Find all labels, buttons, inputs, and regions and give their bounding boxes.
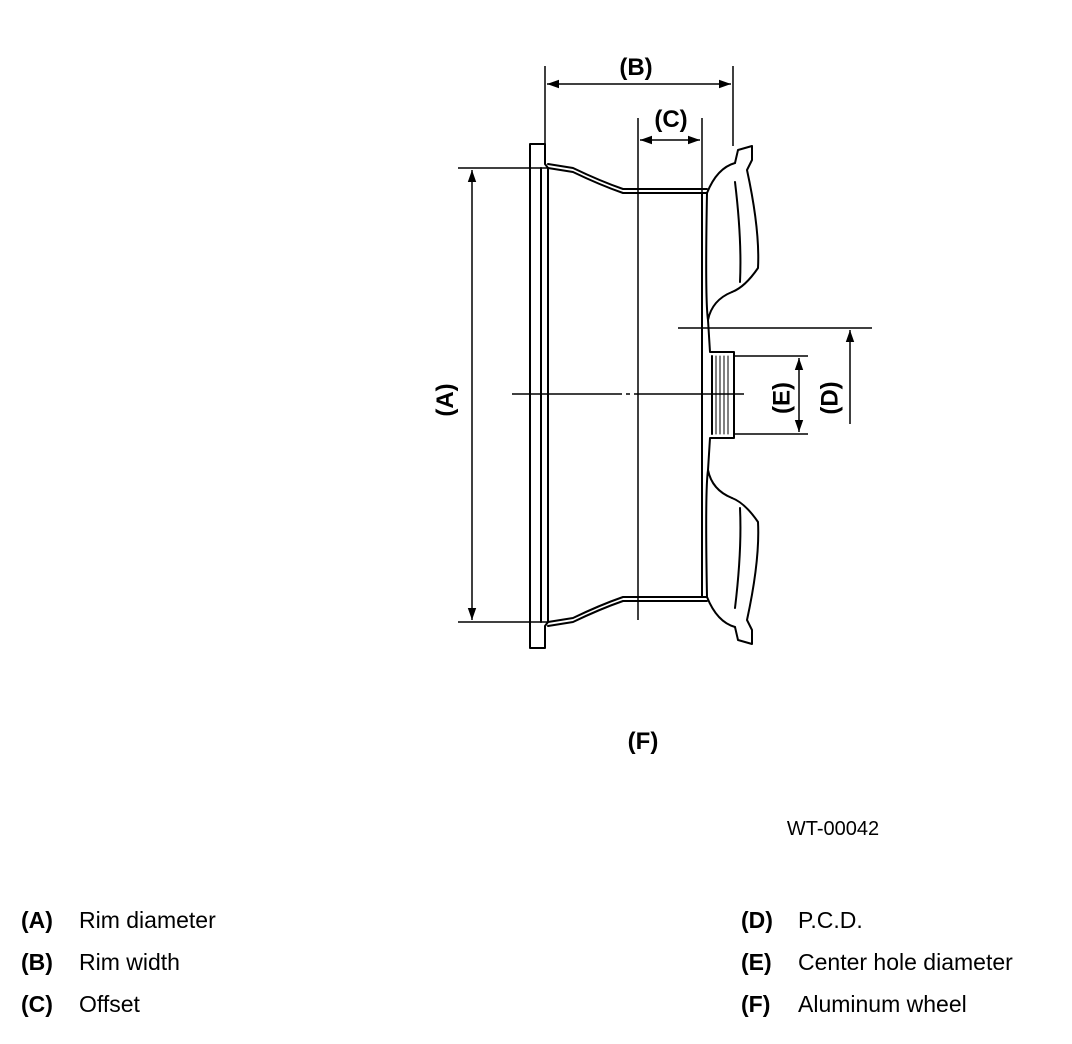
legend-text: Offset xyxy=(79,991,140,1017)
wheel-cross-section xyxy=(529,143,760,649)
legend-text: Center hole diameter xyxy=(798,949,1013,975)
label-e: (E) xyxy=(769,382,796,414)
label-d: (D) xyxy=(817,381,844,414)
legend-key: (F) xyxy=(741,991,771,1017)
legend-text: Rim diameter xyxy=(79,907,216,933)
legend-key: (C) xyxy=(21,991,53,1017)
figure-id: WT-00042 xyxy=(787,818,879,840)
label-a: (A) xyxy=(432,383,459,416)
legend-text: P.C.D. xyxy=(798,907,863,933)
wheel-dimension-diagram: (A) (B) (C) (D) (E) (F) WT-00042 xyxy=(432,54,879,840)
legend-text: Aluminum wheel xyxy=(798,991,967,1017)
label-c: (C) xyxy=(654,106,687,133)
legend-key: (A) xyxy=(21,907,53,933)
legend-key: (E) xyxy=(741,949,772,975)
label-f: (F) xyxy=(628,728,659,755)
legend-key: (B) xyxy=(21,949,53,975)
label-b: (B) xyxy=(619,54,652,81)
legend-text: Rim width xyxy=(79,949,180,975)
legend-key: (D) xyxy=(741,907,773,933)
dimension-lines xyxy=(458,66,872,623)
